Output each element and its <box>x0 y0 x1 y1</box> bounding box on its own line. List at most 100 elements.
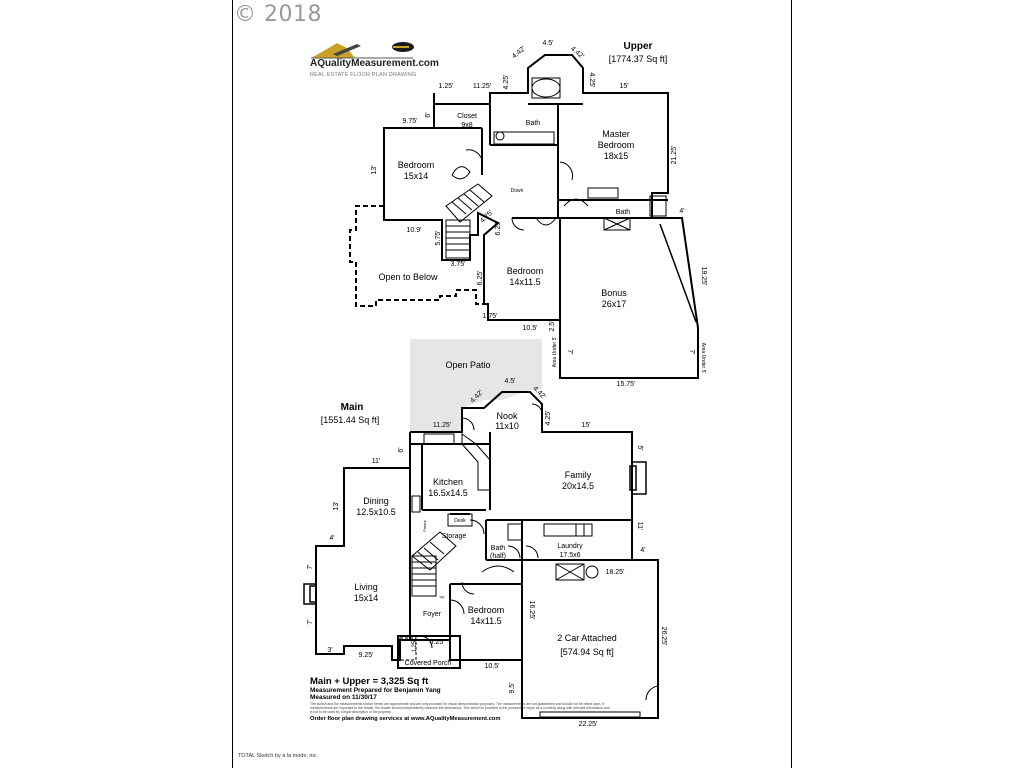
dim-label: 10.5' <box>523 325 538 332</box>
open-to-below-label: Open to Below <box>378 272 438 282</box>
dim-label: 10.5' <box>485 663 500 670</box>
open-patio-label: Open Patio <box>445 360 490 370</box>
down-label: Down <box>511 188 524 194</box>
order-link[interactable]: Order floor plan drawing services at www… <box>310 716 501 722</box>
dim-label: 5.75' <box>435 231 442 246</box>
dim-label: 22.25' <box>579 721 598 728</box>
bath-half-note: (half) <box>490 553 506 560</box>
laundry-name: Laundry <box>557 543 583 550</box>
dim-label: 4' <box>329 535 334 542</box>
covered-porch-outline <box>397 635 461 669</box>
dim-label: 9.25' <box>359 652 374 659</box>
dim-label: 19.25' <box>700 267 707 286</box>
bonus-angled-wall <box>659 223 697 323</box>
open-to-below-outline <box>349 205 484 307</box>
desk-label: Desk <box>454 518 466 524</box>
dining-size: 12.5x10.5 <box>356 507 396 517</box>
upper-outline <box>383 54 699 379</box>
bath2-label: Bath <box>616 209 631 216</box>
software-credit: TOTAL Sketch by a la mode, inc. <box>238 753 318 759</box>
laundry-size: 17.5x6 <box>559 552 580 559</box>
fireplaces <box>303 461 647 605</box>
upper-doors <box>465 149 589 231</box>
area-under-outline-right <box>560 328 699 379</box>
dim-label: 4.5' <box>504 378 515 385</box>
dim-label: 4.5' <box>542 40 553 47</box>
logo-name: AQualityMeasurement.com <box>310 58 439 69</box>
prepared-for: Measurement Prepared for Benjamin Yang <box>310 687 441 694</box>
kitchen-name: Kitchen <box>433 477 463 487</box>
house-logo-icon <box>311 42 414 59</box>
dim-label: 11.25' <box>473 83 491 90</box>
up-label: Up <box>439 594 445 599</box>
bedroom1-name: Bedroom <box>398 160 435 170</box>
dim-label: 4.25' <box>503 75 510 90</box>
dim-label: 13' <box>333 501 340 510</box>
dim-label: 1.75' <box>483 313 498 320</box>
closet-name: Closet <box>457 113 477 120</box>
dim-label: 7' <box>688 349 695 354</box>
dim-label: 15' <box>619 83 628 90</box>
dim-label: 7' <box>566 349 573 354</box>
dim-label: 3' <box>327 647 332 654</box>
total-area: Main + Upper = 3,325 Sq ft <box>310 676 429 687</box>
dim-label: 15' <box>581 422 590 429</box>
kitchen-size: 16.5x14.5 <box>428 488 468 498</box>
master-bedroom-name2: Bedroom <box>598 140 635 150</box>
dining-name: Dining <box>363 496 389 506</box>
dim-label: 4.25' <box>545 411 552 426</box>
dim-label: 4.42' <box>531 385 547 401</box>
company-logo: AQualityMeasurement.com REAL ESTATE FLOO… <box>307 40 439 84</box>
bedroom-main-name: Bedroom <box>468 605 505 615</box>
porch-inner-dashed <box>399 637 417 661</box>
measurement-info: Main + Upper = 3,325 Sq ft Measurement P… <box>310 676 610 722</box>
upper-title: Upper <box>624 41 653 52</box>
dim-label: 4' <box>679 208 684 215</box>
disclaimer-text: The sketch and the measurements shown he… <box>310 702 610 714</box>
master-bedroom-size: 18x15 <box>604 151 629 161</box>
dim-label: 4.25' <box>588 73 595 88</box>
nook-name: Nook <box>496 411 518 421</box>
dim-label: 13' <box>371 165 378 174</box>
dim-label: 6.25' <box>430 639 445 646</box>
storage-label: Storage <box>442 533 467 540</box>
measured-date: Measured on 11/30/17 <box>310 694 377 701</box>
dim-label: 16.25' <box>528 601 535 620</box>
dim-label: 1.25' <box>439 83 454 90</box>
dim-label: 5' <box>636 445 643 450</box>
dim-label: 4.75' <box>479 209 495 225</box>
upper-fixtures <box>493 77 667 231</box>
bedroom-main-size: 14x11.5 <box>470 616 501 626</box>
living-name: Living <box>354 582 378 592</box>
garage-area: [574.94 Sq ft] <box>560 647 614 657</box>
master-bedroom-name: Master <box>602 129 630 139</box>
foyer-label: Foyer <box>423 611 442 618</box>
dim-label: 26.25' <box>660 627 667 646</box>
logo-tagline: REAL ESTATE FLOOR PLAN DRAWING <box>310 72 417 78</box>
dim-label: 1.25' <box>412 640 418 653</box>
upper-area: [1774.37 Sq ft] <box>609 54 668 64</box>
dim-label: 7' <box>307 619 314 624</box>
bath1-label: Bath <box>526 120 541 127</box>
dim-label: 11.25' <box>433 422 451 429</box>
dim-label: 6.25' <box>495 221 502 236</box>
dim-label: 2.5' <box>549 320 556 331</box>
area-under-left: Area Under 5' <box>552 337 558 368</box>
copyright-watermark: © 2018 <box>234 2 322 27</box>
bonus-size: 26x17 <box>602 299 627 309</box>
bonus-name: Bonus <box>601 288 627 298</box>
open-patio-area <box>410 339 542 432</box>
nook-size: 11x10 <box>495 421 519 431</box>
main-title: Main <box>341 402 364 413</box>
dim-label: 21.25' <box>671 146 678 165</box>
bath-half-name: Bath <box>491 545 506 552</box>
dim-label: 11' <box>372 458 381 465</box>
main-area: [1551.44 Sq ft] <box>321 415 380 425</box>
bedroom2-name: Bedroom <box>507 266 544 276</box>
dim-label: 7' <box>307 564 314 569</box>
garage-door <box>539 711 641 718</box>
bedroom1-size: 15x14 <box>404 171 429 181</box>
main-staircase <box>411 531 457 597</box>
dim-label: 6.25' <box>477 271 484 286</box>
